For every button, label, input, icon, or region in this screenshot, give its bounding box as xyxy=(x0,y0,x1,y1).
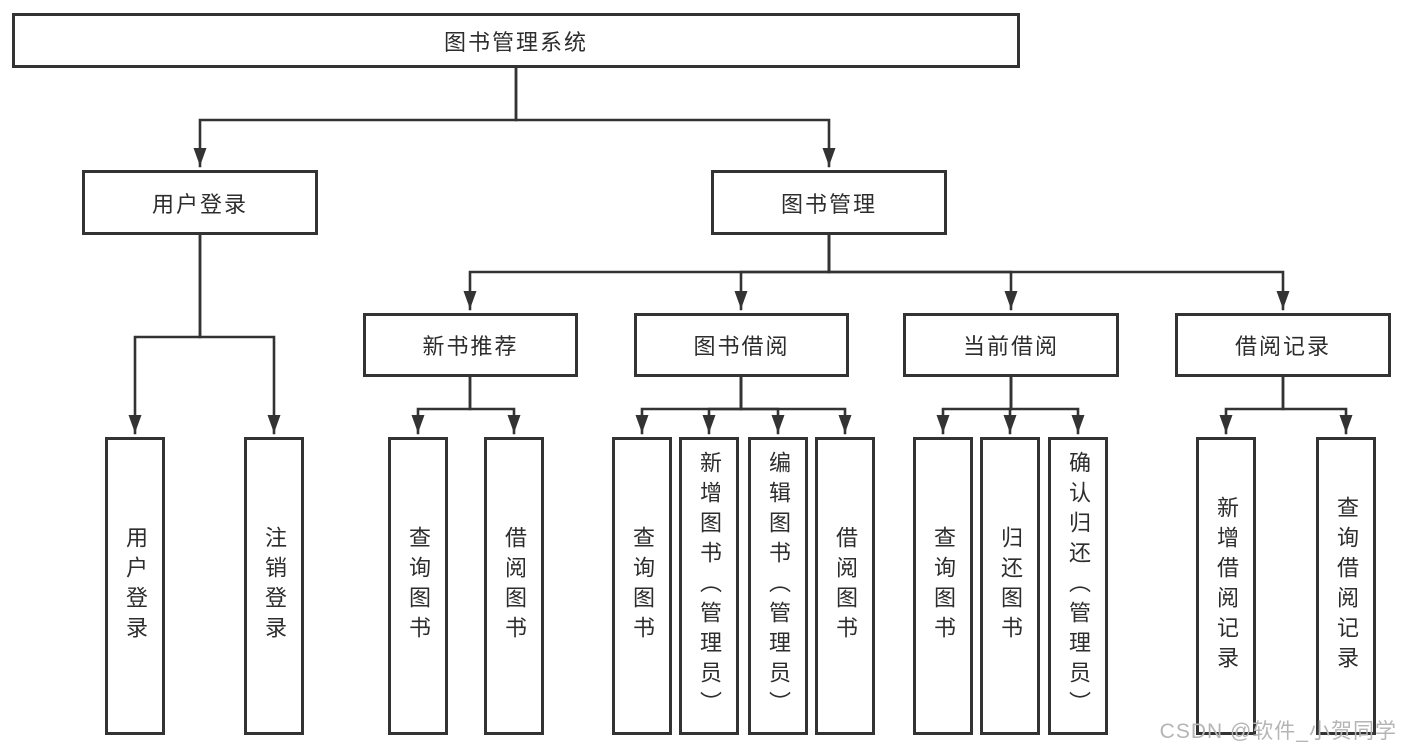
node-label: 新增借阅记录 xyxy=(1214,496,1239,676)
node-label: 查询借阅记录 xyxy=(1334,496,1359,676)
node-current-borrow: 当前借阅 xyxy=(903,313,1119,377)
connector-current-borrow-children xyxy=(936,375,1085,435)
node-new-book-recommend: 新书推荐 xyxy=(363,313,578,377)
node-label: 当前借阅 xyxy=(962,334,1059,359)
connector-new-book-children xyxy=(411,375,521,435)
node-label: 确认归还（管理员） xyxy=(1066,451,1091,721)
node-borrow-add-books-admin: 新增图书（管理员） xyxy=(679,437,739,735)
node-label: 编辑图书（管理员） xyxy=(766,451,791,721)
connector-book-management-sections xyxy=(463,233,1290,311)
connector-root-to-branches xyxy=(193,66,836,168)
node-user-login-branch: 用户登录 xyxy=(82,170,318,235)
node-borrow-borrow-books: 借阅图书 xyxy=(815,437,875,735)
node-label: 图书管理 xyxy=(780,191,877,217)
node-logout-leaf: 注销登录 xyxy=(244,437,304,735)
node-label: 新书推荐 xyxy=(422,334,519,359)
node-label: 新增图书（管理员） xyxy=(697,451,722,721)
node-library-management-system: 图书管理系统 xyxy=(12,13,1020,68)
node-user-login-leaf: 用户登录 xyxy=(105,437,165,735)
node-label: 借阅图书 xyxy=(502,526,527,646)
node-label: 查询图书 xyxy=(406,526,431,646)
node-label: 借阅记录 xyxy=(1234,334,1331,359)
node-label: 注销登录 xyxy=(262,526,287,646)
node-label: 查询图书 xyxy=(931,526,956,646)
node-borrow-query-books: 查询图书 xyxy=(612,437,672,735)
connector-user-login-children xyxy=(128,233,281,435)
node-label: 查询图书 xyxy=(630,526,655,646)
csdn-watermark: CSDN @软件_小贺同学 xyxy=(1159,720,1397,743)
node-record-query-borrow-record: 查询借阅记录 xyxy=(1316,437,1376,735)
connector-borrow-record-children xyxy=(1219,375,1353,435)
node-book-borrow: 图书借阅 xyxy=(634,313,849,377)
node-current-confirm-return-admin: 确认归还（管理员） xyxy=(1048,437,1108,735)
node-label: 归还图书 xyxy=(998,526,1023,646)
node-label: 用户登录 xyxy=(151,191,248,217)
node-current-return-books: 归还图书 xyxy=(980,437,1040,735)
connector-book-borrow-children xyxy=(635,375,852,435)
node-borrow-edit-books-admin: 编辑图书（管理员） xyxy=(748,437,808,735)
node-label: 借阅图书 xyxy=(833,526,858,646)
node-borrow-record: 借阅记录 xyxy=(1175,313,1391,377)
node-label: 图书借阅 xyxy=(693,334,790,359)
node-current-query-books: 查询图书 xyxy=(913,437,973,735)
node-label: 图书管理系统 xyxy=(443,29,588,55)
node-book-management-branch: 图书管理 xyxy=(711,170,947,235)
node-recommend-query-books: 查询图书 xyxy=(388,437,448,735)
node-record-add-borrow-record: 新增借阅记录 xyxy=(1196,437,1256,735)
node-label: 用户登录 xyxy=(123,526,148,646)
node-recommend-borrow-books: 借阅图书 xyxy=(484,437,544,735)
